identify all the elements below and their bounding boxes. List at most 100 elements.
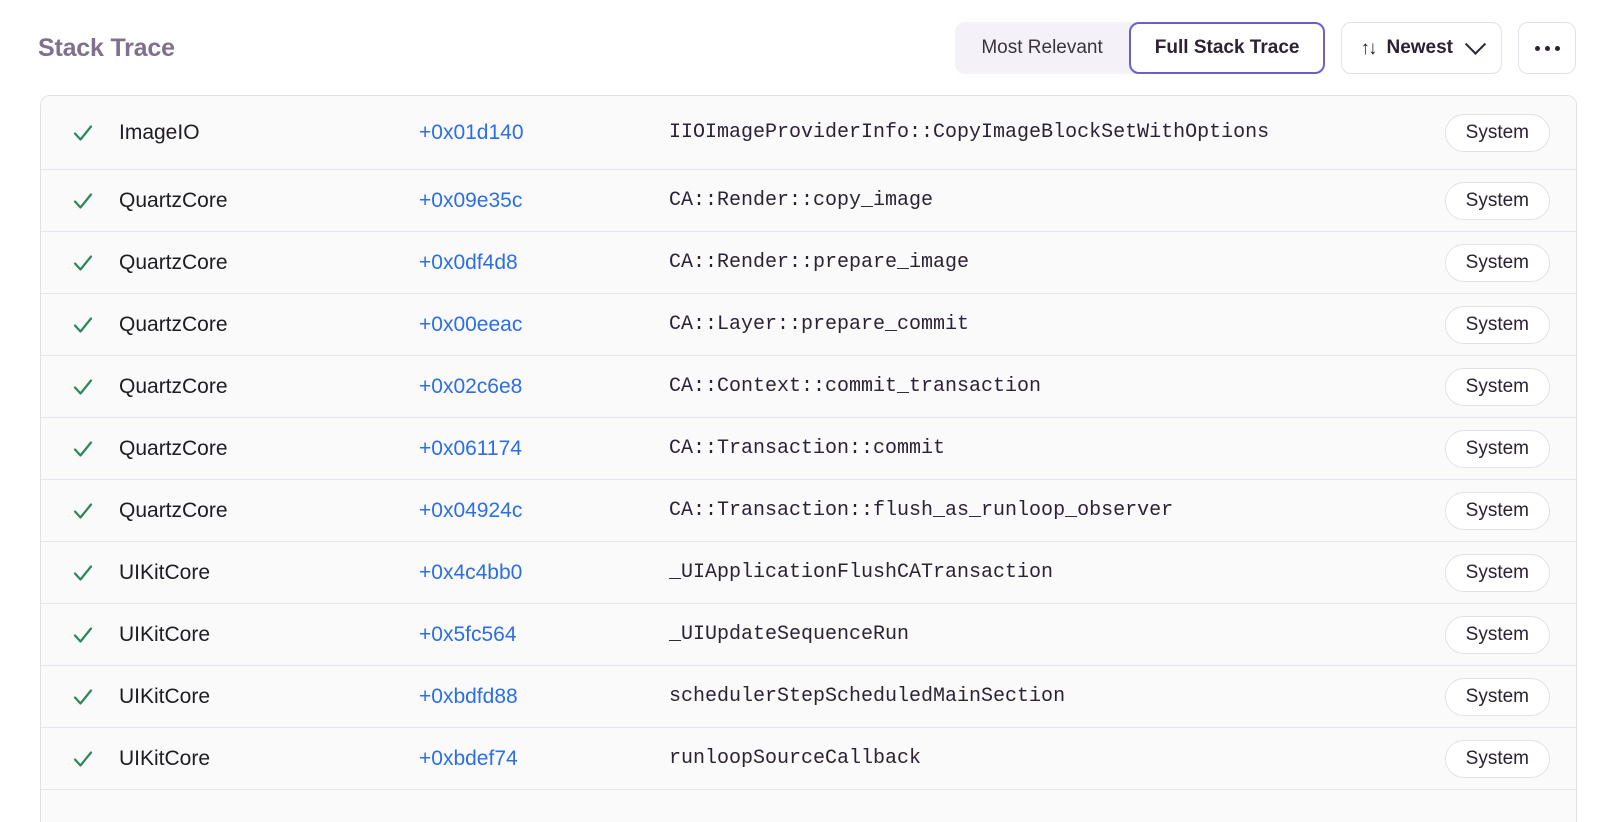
status-badge: System	[1444, 553, 1550, 592]
frame-in-app-check	[41, 748, 119, 770]
frame-offset-link[interactable]: +0x4c4bb0	[419, 560, 523, 584]
frame-badge-wrap: System	[1444, 243, 1576, 282]
frame-function: CA::Render::copy_image	[669, 188, 934, 212]
frame-offset-link[interactable]: +0xbdef74	[419, 746, 518, 770]
table-row[interactable]: ImageIO +0x01d140 IIOImageProviderInfo::…	[41, 96, 1576, 170]
frame-function: IIOImageProviderInfo::CopyImageBlockSetW…	[669, 120, 1270, 144]
status-badge: System	[1444, 113, 1550, 152]
checkmark-icon	[73, 124, 93, 141]
frame-module: UIKitCore	[119, 560, 211, 584]
checkmark-icon	[73, 688, 93, 705]
frame-in-app-check	[41, 190, 119, 212]
ellipsis-icon	[1534, 45, 1560, 51]
status-badge: System	[1444, 491, 1550, 530]
frame-badge-wrap: System	[1444, 305, 1576, 344]
frame-function: CA::Render::prepare_image	[669, 250, 970, 274]
frame-function: CA::Context::commit_transaction	[669, 374, 1042, 398]
page-title: Stack Trace	[38, 33, 175, 62]
frame-module: UIKitCore	[119, 746, 211, 770]
frame-in-app-check	[41, 562, 119, 584]
table-row[interactable]: UIKitCore +0xbdfd88 schedulerStepSchedul…	[41, 666, 1576, 728]
table-row[interactable]: QuartzCore +0x02c6e8 CA::Context::commit…	[41, 356, 1576, 418]
frame-offset-link[interactable]: +0x5fc564	[419, 622, 517, 646]
header-actions: Most Relevant Full Stack Trace ↑↓ Newest	[955, 22, 1576, 74]
frame-function: schedulerStepScheduledMainSection	[669, 684, 1066, 708]
frame-badge-wrap: System	[1444, 615, 1576, 654]
checkmark-icon	[73, 254, 93, 271]
frame-function: CA::Transaction::commit	[669, 436, 946, 460]
frame-in-app-check	[41, 686, 119, 708]
checkmark-icon	[73, 564, 93, 581]
table-row[interactable]: UIKitCore +0xbdef74 runloopSourceCallbac…	[41, 728, 1576, 790]
status-badge: System	[1444, 429, 1550, 468]
frame-badge-wrap: System	[1444, 553, 1576, 592]
frame-in-app-check	[41, 122, 119, 144]
frame-offset-link[interactable]: +0x00eeac	[419, 312, 523, 336]
table-row[interactable]: UIKitCore +0x4c4bb0 _UIApplicationFlushC…	[41, 542, 1576, 604]
frame-function: _UIUpdateSequenceRun	[669, 622, 910, 646]
stack-trace-view-segmented-control[interactable]: Most Relevant Full Stack Trace	[955, 22, 1326, 74]
table-row[interactable]: UIKitCore +0x5fc564 _UIUpdateSequenceRun…	[41, 604, 1576, 666]
frame-module: QuartzCore	[119, 312, 228, 336]
frame-offset-link[interactable]: +0x04924c	[419, 498, 523, 522]
status-badge: System	[1444, 677, 1550, 716]
frame-offset-link[interactable]: +0x09e35c	[419, 188, 523, 212]
frame-badge-wrap: System	[1444, 181, 1576, 220]
checkmark-icon	[73, 440, 93, 457]
status-badge: System	[1444, 367, 1550, 406]
table-row[interactable]: QuartzCore +0x0df4d8 CA::Render::prepare…	[41, 232, 1576, 294]
checkmark-icon	[73, 750, 93, 767]
frame-module: QuartzCore	[119, 374, 228, 398]
sort-arrows-icon: ↑↓	[1360, 37, 1377, 59]
frame-module: QuartzCore	[119, 498, 228, 522]
frame-badge-wrap: System	[1444, 113, 1576, 152]
frame-badge-wrap: System	[1444, 429, 1576, 468]
frame-badge-wrap: System	[1444, 491, 1576, 530]
frame-module: QuartzCore	[119, 250, 228, 274]
frame-function: CA::Transaction::flush_as_runloop_observ…	[669, 498, 1174, 522]
checkmark-icon	[73, 192, 93, 209]
more-options-button[interactable]	[1518, 22, 1576, 74]
frame-function: CA::Layer::prepare_commit	[669, 312, 970, 336]
chevron-down-icon	[1464, 33, 1487, 55]
tab-full-stack-trace[interactable]: Full Stack Trace	[1128, 22, 1326, 74]
frame-in-app-check	[41, 438, 119, 460]
frame-badge-wrap: System	[1444, 367, 1576, 406]
table-row[interactable]: QuartzCore +0x09e35c CA::Render::copy_im…	[41, 170, 1576, 232]
frame-badge-wrap: System	[1444, 739, 1576, 778]
frame-in-app-check	[41, 624, 119, 646]
checkmark-icon	[73, 626, 93, 643]
status-badge: System	[1444, 243, 1550, 282]
tab-most-relevant[interactable]: Most Relevant	[955, 22, 1128, 74]
sort-button-label: Newest	[1386, 37, 1453, 58]
frame-module: QuartzCore	[119, 436, 228, 460]
status-badge: System	[1444, 615, 1550, 654]
status-badge: System	[1444, 181, 1550, 220]
frame-in-app-check	[41, 252, 119, 274]
frame-in-app-check	[41, 376, 119, 398]
frame-offset-link[interactable]: +0x0df4d8	[419, 250, 518, 274]
frame-function: _UIApplicationFlushCATransaction	[669, 560, 1054, 584]
frame-in-app-check	[41, 500, 119, 522]
frame-in-app-check	[41, 314, 119, 336]
frame-offset-link[interactable]: +0xbdfd88	[419, 684, 518, 708]
stack-trace-table: ImageIO +0x01d140 IIOImageProviderInfo::…	[40, 95, 1577, 822]
status-badge: System	[1444, 305, 1550, 344]
frame-function: runloopSourceCallback	[669, 746, 922, 770]
frame-module: QuartzCore	[119, 188, 228, 212]
frame-offset-link[interactable]: +0x01d140	[419, 120, 524, 144]
frame-module: UIKitCore	[119, 622, 211, 646]
sort-newest-button[interactable]: ↑↓ Newest	[1341, 22, 1502, 74]
frame-module: UIKitCore	[119, 684, 211, 708]
frame-offset-link[interactable]: +0x061174	[419, 436, 522, 460]
frame-module: ImageIO	[119, 120, 200, 144]
table-row[interactable]: QuartzCore +0x061174 CA::Transaction::co…	[41, 418, 1576, 480]
table-row[interactable]: QuartzCore +0x04924c CA::Transaction::fl…	[41, 480, 1576, 542]
checkmark-icon	[73, 378, 93, 395]
frame-badge-wrap: System	[1444, 677, 1576, 716]
frame-offset-link[interactable]: +0x02c6e8	[419, 374, 523, 398]
panel-header: Stack Trace Most Relevant Full Stack Tra…	[0, 0, 1614, 96]
checkmark-icon	[73, 502, 93, 519]
status-badge: System	[1444, 739, 1550, 778]
table-row[interactable]: QuartzCore +0x00eeac CA::Layer::prepare_…	[41, 294, 1576, 356]
